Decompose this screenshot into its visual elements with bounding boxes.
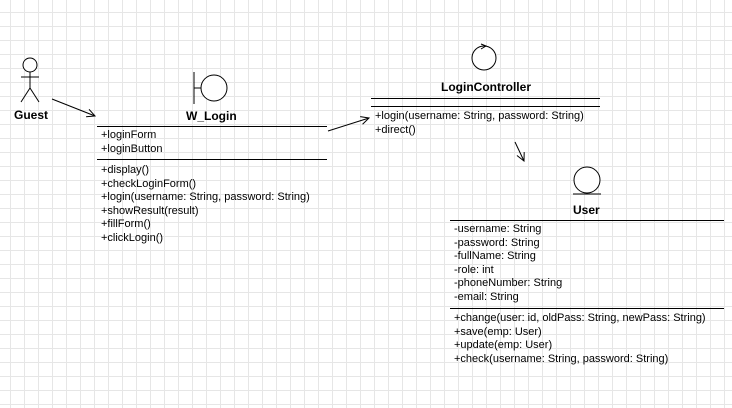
actor-name: Guest [14,108,49,122]
controller-method-divider [371,106,600,107]
boundary-icon[interactable] [193,72,228,104]
boundary-method-divider [97,159,327,160]
method: +login(username: String, password: Strin… [375,110,584,122]
attribute: -password: String [454,236,540,249]
boundary-methods: +display() +checkLoginForm() +login(user… [101,164,310,245]
actor-to-boundary-arrow [51,98,95,116]
controller-class[interactable]: +login(username: String, password: Strin… [371,98,600,138]
attribute: -username: String [454,223,542,235]
controller-name: LoginController [441,80,531,94]
boundary-top-divider [97,126,327,127]
method: +fillForm() [101,218,151,230]
attribute: -email: String [454,290,519,303]
entity-name: User [573,203,600,217]
method: +login(username: String, password: Strin… [101,191,310,203]
controller-top-divider [371,98,600,99]
method: +checkLoginForm() [101,177,197,190]
controller-methods: +login(username: String, password: Strin… [375,110,584,137]
method: +update(emp: User) [454,339,553,351]
attribute: -phoneNumber: String [454,277,563,289]
method: +showResult(result) [101,204,199,217]
entity-top-divider [450,220,724,221]
attribute: -role: int [454,263,494,276]
entity-icon[interactable] [573,166,601,195]
boundary-attributes: +loginForm +loginButton [101,129,162,156]
attribute: -fullName: String [454,250,536,262]
boundary-to-controller-arrow [327,118,369,132]
method: +check(username: String, password: Strin… [454,352,669,365]
entity-methods: +change(user: id, oldPass: String, newPa… [454,312,706,366]
method: +clickLogin() [101,231,164,244]
attribute: +loginForm [101,129,157,141]
method: +display() [101,164,149,176]
method: +change(user: id, oldPass: String, newPa… [454,312,706,324]
entity-class[interactable]: -username: String -password: String -ful… [450,220,724,368]
method: +direct() [375,123,416,136]
boundary-class[interactable]: +loginForm +loginButton +display() +chec… [97,126,327,248]
attribute: +loginButton [101,142,163,155]
method: +save(emp: User) [454,325,542,338]
boundary-name: W_Login [186,109,237,123]
entity-attributes: -username: String -password: String -ful… [454,223,562,304]
controller-icon[interactable] [471,43,497,71]
actor-icon[interactable] [20,57,40,103]
entity-method-divider [450,308,724,309]
controller-to-entity-arrow [514,141,524,161]
